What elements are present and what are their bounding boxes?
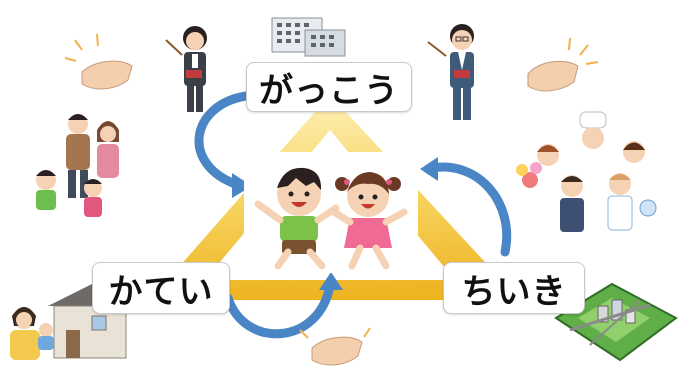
arrow-home-to-children (223, 272, 343, 339)
town-map-icon (554, 282, 678, 362)
male-teacher-icon (427, 24, 474, 120)
community-people-icon (516, 111, 657, 232)
handshake-icon (527, 37, 599, 92)
label-community: ちいき (443, 262, 585, 314)
arrow-community-to-children (420, 157, 512, 257)
family-icon (36, 114, 119, 217)
label-home: かてい (92, 262, 230, 314)
label-school: がっこう (246, 62, 412, 112)
arrow-school-to-children (194, 91, 252, 198)
children-card (244, 152, 418, 273)
female-teacher-icon (165, 26, 207, 112)
handshake-icon (64, 33, 133, 90)
handshake-icon (299, 327, 371, 366)
school-building-icon (271, 17, 346, 57)
children-jumping-icon (254, 167, 408, 270)
